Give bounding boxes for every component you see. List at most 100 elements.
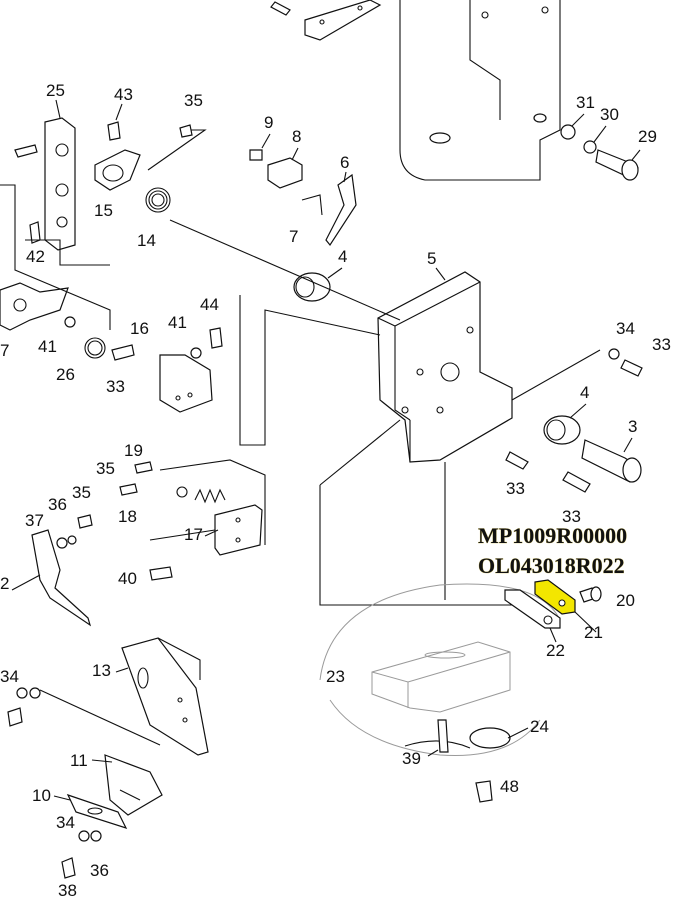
callout-44: 44 [200,295,219,314]
upper-frame [399,0,561,181]
leader-left-frame [0,184,111,330]
roller-4-lower [543,415,581,445]
shaft-3 [581,439,642,483]
screw-35-mid [119,483,138,496]
leader-roller-line [169,219,401,321]
washer-41-left [64,316,76,328]
callout-36-low: 36 [90,861,109,880]
callout-41-mid: 41 [168,313,187,332]
callout-48: 48 [500,777,519,796]
callout-38: 38 [58,881,77,900]
leader-c13 [115,667,129,673]
callout-30: 30 [600,105,619,124]
callout-6: 6 [340,153,349,172]
leader-c2 [11,574,41,591]
arm-15 [94,149,141,191]
ghost-arc-low [329,699,541,757]
callout-35-mid: 35 [96,459,115,478]
leader-24-arc [404,740,471,749]
ghost-arc [319,583,561,681]
leader-c6 [343,171,347,183]
callout-2: 2 [0,574,9,593]
callout-34-low: 34 [56,813,75,832]
top-slide-plate [304,0,382,41]
screw-20 [579,586,602,603]
spring-18 [176,486,226,504]
leader-c4b [569,403,587,419]
bracket-11 [104,754,163,816]
bracket-7-left [0,282,69,331]
spring-26 [84,337,106,359]
callout-16: 16 [130,319,149,338]
plate-13 [121,637,209,756]
screw-48 [475,780,493,803]
washer-34c [29,687,41,699]
callout-5: 5 [427,249,436,268]
washer-31 [560,124,576,140]
screw-19 [134,461,153,474]
leader-frame-23 [319,485,540,606]
callout-15: 15 [94,201,113,220]
callout-24: 24 [530,717,549,736]
leader-c24 [507,727,529,739]
callout-36: 36 [48,495,67,514]
slide-block-23 [371,641,511,713]
plate-22 [504,589,561,629]
screw-29 [595,149,639,181]
clip-9 [249,149,263,161]
callout-39: 39 [402,749,421,768]
part-number-primary: MP1009R00000 [478,523,627,548]
callout-14: 14 [137,231,156,250]
leader-c25 [55,99,61,119]
callout-17: 17 [184,525,203,544]
pin-44 [209,327,223,349]
leader-c3 [623,437,633,453]
callout-33-mid: 33 [506,479,525,498]
leader-c17 [204,529,219,537]
callout-43: 43 [114,85,133,104]
callout-34-left: 34 [0,667,19,686]
leader-bracket-diag [319,419,401,486]
roller-24 [469,727,511,749]
callout-42: 42 [26,247,45,266]
leader-c22 [549,627,557,643]
leader-c43 [115,103,123,121]
callout-26: 26 [56,365,75,384]
callout-18: 18 [118,507,137,526]
leader-13 [157,637,201,680]
screw-33-mid [505,451,529,470]
leader-c21 [574,611,597,633]
leader-c39 [427,749,439,757]
callout-7: 7 [289,227,298,246]
washer-36b-left [67,535,77,545]
screw-38 [61,857,76,879]
callout-9: 9 [264,113,273,132]
callout-33-right: 33 [652,335,671,354]
leader-c8 [291,147,299,161]
bracket-16 [159,354,213,413]
callout-22: 22 [546,641,565,660]
leader-c10 [53,795,71,801]
callout-3: 3 [628,417,637,436]
callout-29: 29 [638,127,657,146]
callout-11: 11 [70,751,88,770]
washer-36-left [56,537,68,549]
plate-17 [214,504,263,556]
washer-41-mid [190,347,202,359]
washer-36c [90,830,102,842]
plate-10 [66,793,128,830]
leader-c9 [261,133,271,149]
callout-31: 31 [576,93,595,112]
callout-7-left: 7 [0,341,9,360]
screw-39 [437,719,449,753]
top-screw [270,1,291,16]
callout-37: 37 [25,511,44,530]
lever-6 [325,173,357,247]
block-8 [267,157,303,189]
callout-40: 40 [118,569,137,588]
callout-10: 10 [32,786,51,805]
callout-41: 41 [38,337,57,356]
leader-13b [39,689,161,746]
leader-c5 [435,267,446,281]
